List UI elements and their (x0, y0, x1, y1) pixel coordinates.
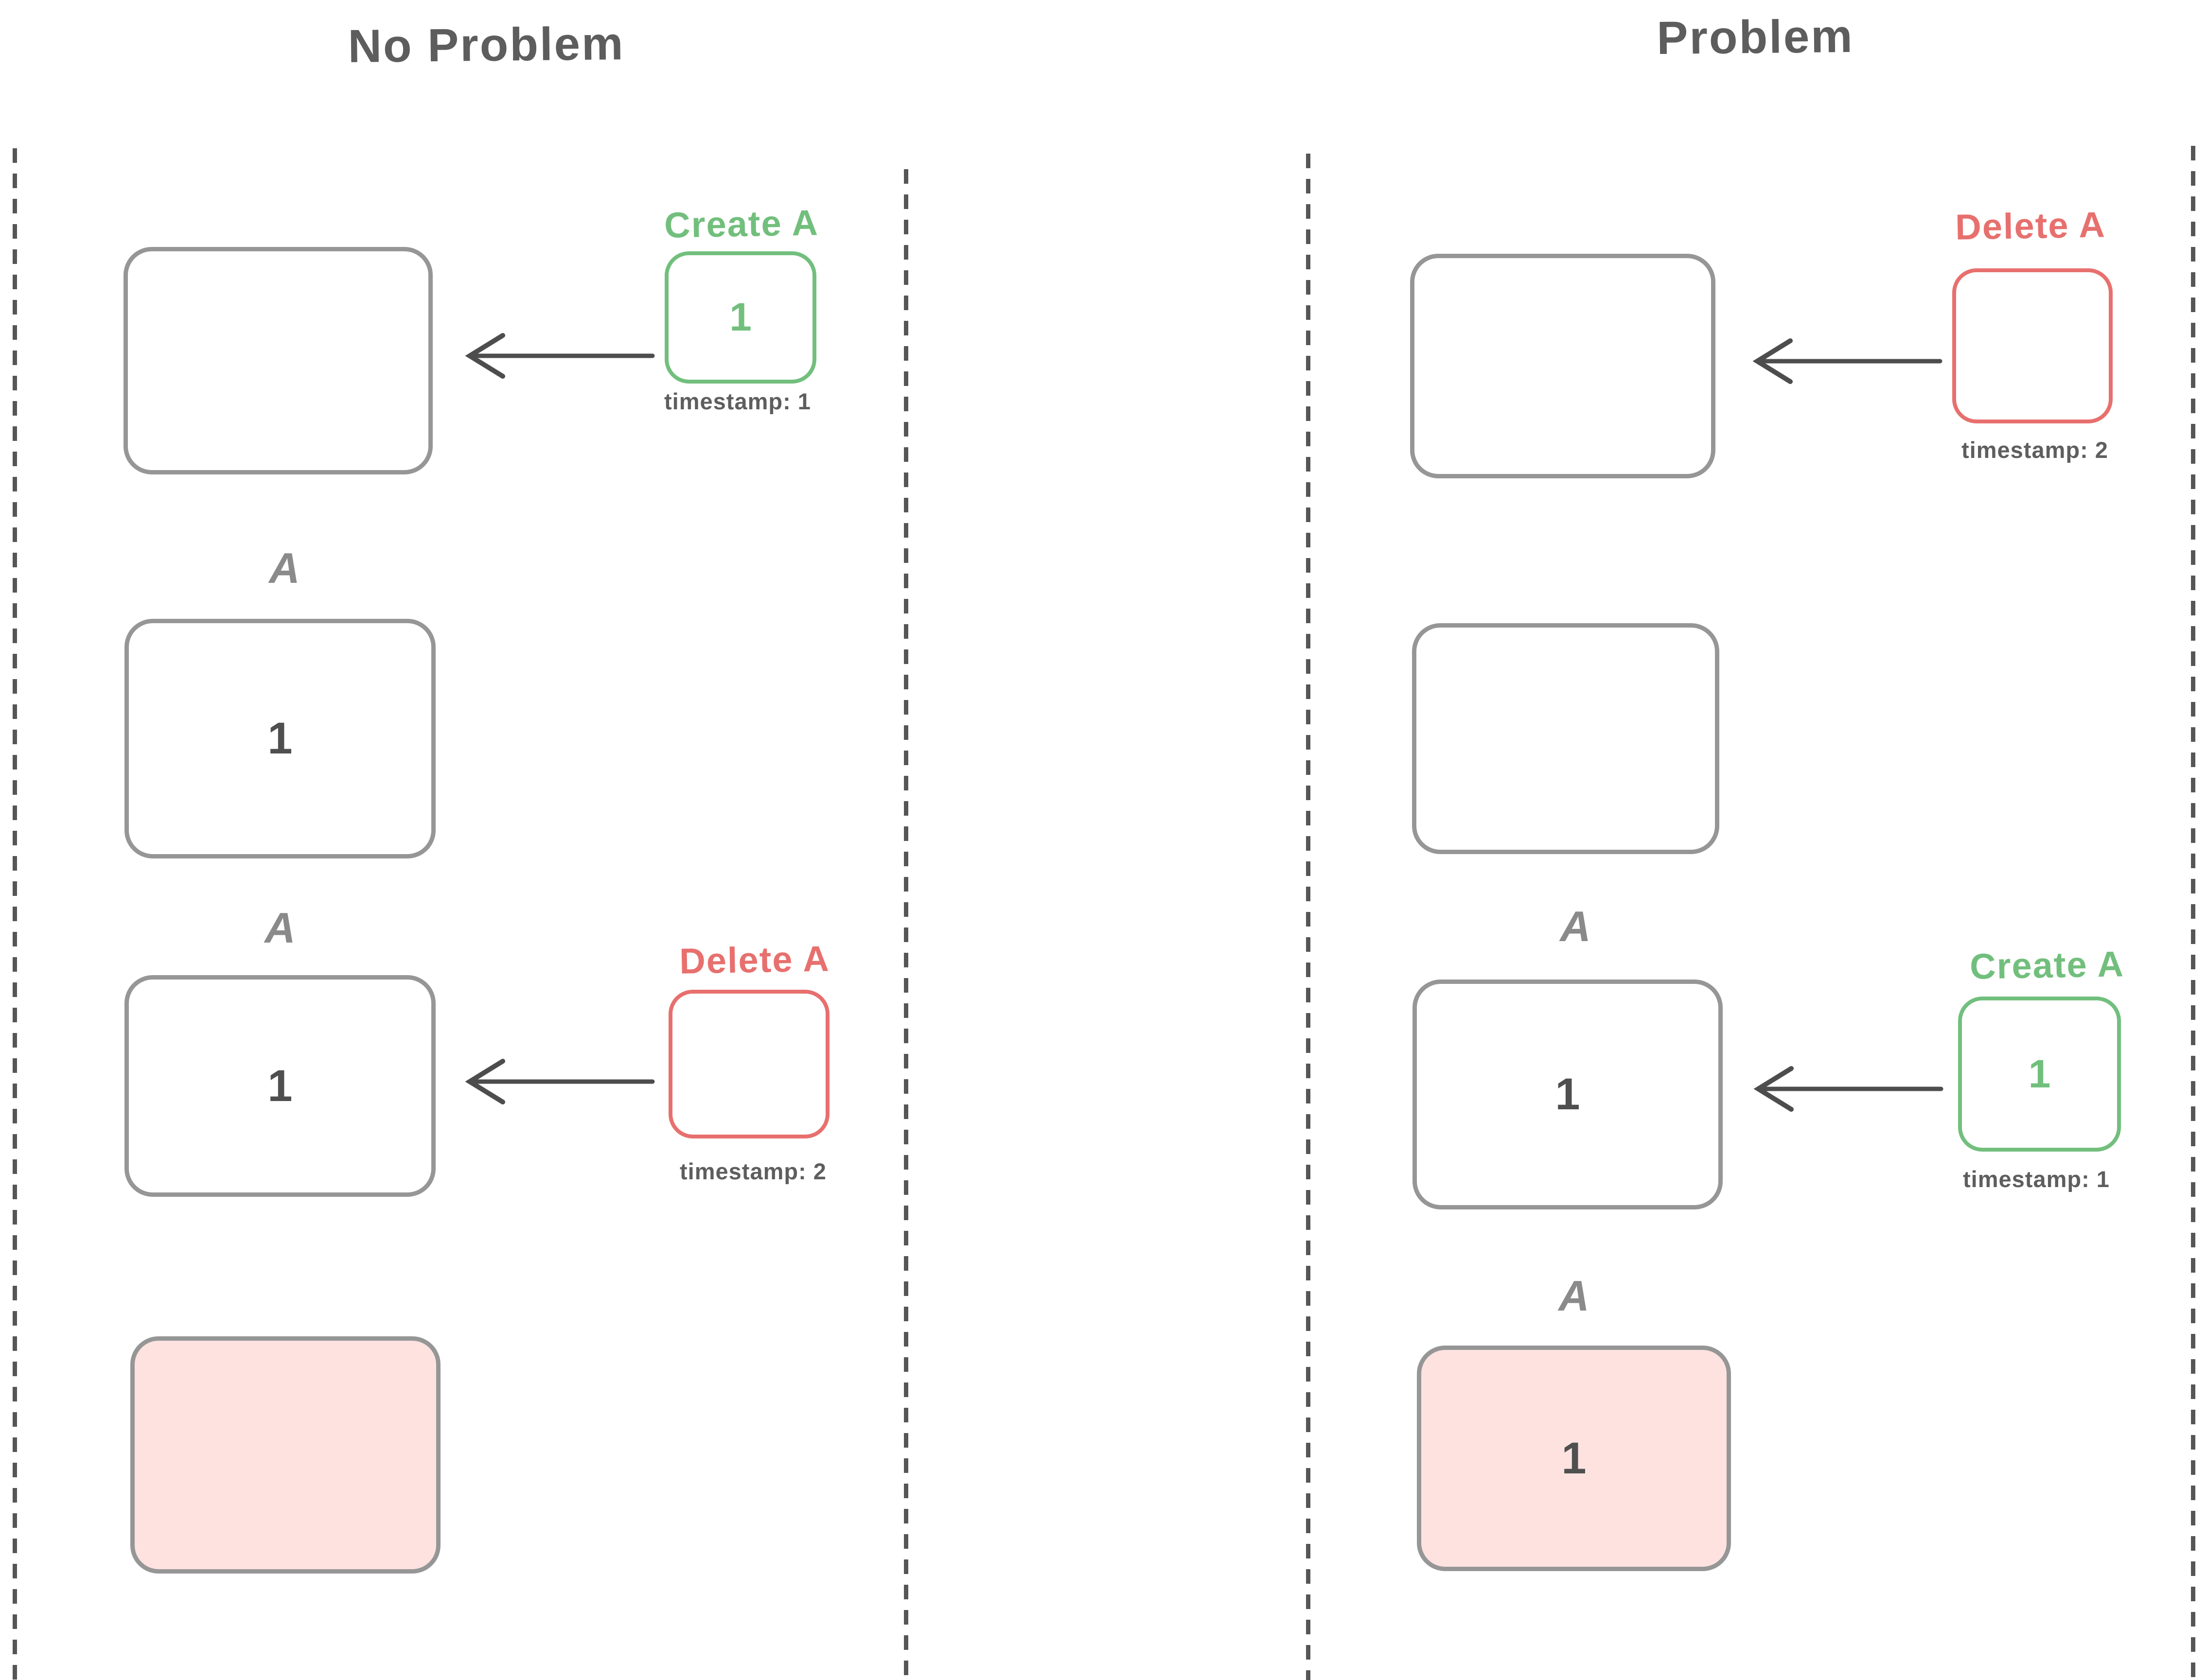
right-row1-arrow-left-icon (1749, 332, 1944, 390)
right-row3-op-value: 1 (2028, 1051, 2051, 1096)
lane-divider-left (13, 148, 17, 1680)
left-row1-op-value: 1 (729, 295, 752, 339)
left-row3-op-box (669, 990, 830, 1138)
right-row1-timestamp: timestamp: 2 (1961, 437, 2108, 463)
left-row2-value: 1 (267, 714, 293, 763)
left-row3-value: 1 (267, 1061, 293, 1111)
right-row3-op-box: 1 (1958, 997, 2121, 1152)
right-row4-entity-label: A (1558, 1272, 1589, 1320)
left-row3-timestamp: timestamp: 2 (680, 1158, 827, 1184)
right-row1-op-box (1952, 268, 2113, 423)
right-row3-op-label: Create A (1969, 944, 2125, 987)
left-row1-state-box (124, 247, 433, 474)
left-row4-deleted-state-box (130, 1336, 441, 1574)
left-row2-entity-label: A (269, 544, 300, 592)
left-row1-arrow-left-icon (462, 327, 656, 385)
right-row3-state-box: 1 (1412, 980, 1723, 1209)
right-row2-state-box (1412, 623, 1719, 854)
right-row3-entity-label: A (1560, 902, 1591, 950)
left-row1-timestamp: timestamp: 1 (664, 388, 811, 414)
left-row3-entity-label: A (265, 904, 296, 952)
left-row3-arrow-left-icon (462, 1052, 656, 1111)
left-row3-op-label: Delete A (679, 938, 830, 981)
left-row3-state-box: 1 (124, 975, 436, 1197)
lane-divider-right (2191, 146, 2195, 1680)
right-row4-deleted-state-box: 1 (1417, 1346, 1731, 1571)
left-row1-op-box: 1 (665, 251, 816, 384)
right-row3-value: 1 (1555, 1069, 1580, 1119)
right-row3-arrow-left-icon (1750, 1060, 1945, 1118)
right-row1-state-box (1410, 254, 1715, 478)
right-row1-op-label: Delete A (1955, 204, 2106, 247)
lane-divider-middle-right (1306, 154, 1310, 1680)
right-panel-title: Problem (1656, 10, 1854, 65)
left-row2-state-box: 1 (124, 619, 436, 858)
right-row3-timestamp: timestamp: 1 (1963, 1166, 2110, 1192)
left-panel-title: No Problem (348, 18, 625, 72)
lane-divider-middle-left (904, 169, 908, 1680)
left-row1-op-label: Create A (664, 202, 819, 245)
right-row4-value: 1 (1561, 1433, 1587, 1483)
